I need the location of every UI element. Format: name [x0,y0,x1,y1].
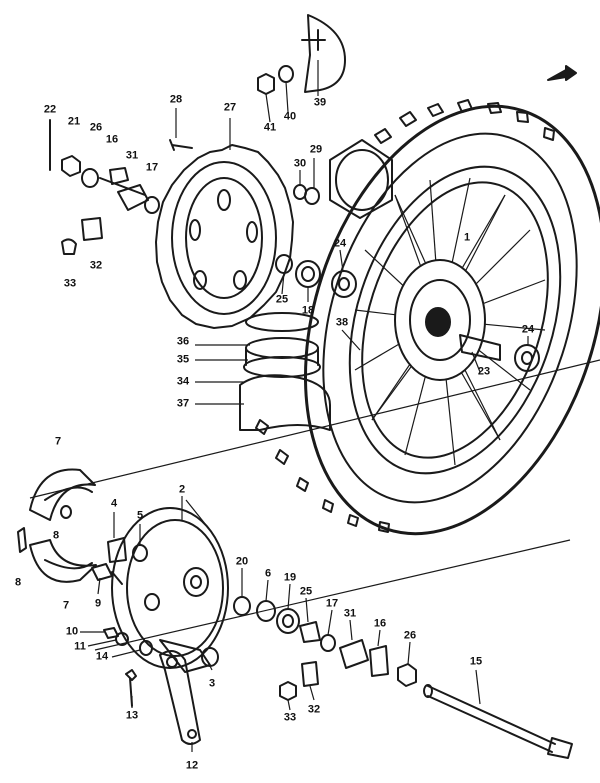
adjuster-31-bottom [339,639,369,669]
callout-17-top: 17 [145,161,159,174]
callout-21: 21 [67,115,81,128]
leader-lines [80,60,529,752]
callout-27: 27 [223,101,237,114]
callout-7-bottom: 7 [62,599,70,612]
bearing-24-top [331,270,357,298]
wheel-rim [348,165,562,475]
callout-31-top: 31 [125,149,139,162]
bearing-24-right [514,344,540,372]
chain-adjuster-top [49,119,160,255]
callout-19: 19 [283,571,297,584]
callout-13: 13 [125,709,139,722]
callout-23: 23 [477,365,491,378]
rear-sprocket [155,144,294,329]
hub-cover [329,139,393,219]
cam-4 [107,537,127,563]
callout-33-bottom: 33 [283,711,297,724]
pin-10 [103,627,119,639]
washer-17-bottom [320,634,336,652]
callout-26-top: 26 [89,121,103,134]
sprocket-bolt [169,139,193,151]
brake-arm-12 [159,650,201,745]
wheel-hub [394,259,501,381]
callout-8-center: 8 [52,529,60,542]
nut-29 [304,187,320,205]
callout-30: 30 [293,157,307,170]
arrow-right-icon [547,65,577,81]
spring-8 [17,527,27,553]
washer-14 [139,640,153,656]
callout-26-bottom: 26 [403,629,417,642]
bearing-18 [295,260,321,288]
callout-15: 15 [469,655,483,668]
callout-5: 5 [136,509,144,522]
callout-22: 22 [43,103,57,116]
callout-3: 3 [208,677,216,690]
callout-41: 41 [263,121,277,134]
rear-tire [255,99,600,536]
callout-11: 11 [74,640,86,653]
callout-38: 38 [335,316,349,329]
stopper-32-bottom [301,661,319,687]
cover-39 [301,14,346,93]
callout-25-bottom: 25 [299,585,313,598]
callout-24-top: 24 [333,237,347,250]
callout-12: 12 [185,759,199,772]
callout-20: 20 [235,555,249,568]
callout-6: 6 [264,567,272,580]
bolt-13 [125,669,137,707]
callout-7-top: 7 [54,435,62,448]
washer-5 [132,544,148,562]
nut-41 [257,73,275,95]
guide-lines [29,359,600,651]
callout-16-top: 16 [105,133,119,146]
callout-28: 28 [169,93,183,106]
axle-15 [423,684,573,759]
callout-10: 10 [65,625,79,638]
sensor-9 [91,563,123,585]
callout-9: 9 [94,597,102,610]
callout-36: 36 [176,335,190,348]
callout-24-right: 24 [521,323,535,336]
callout-40: 40 [283,110,297,123]
seal-19 [276,608,300,634]
callout-29: 29 [309,143,323,156]
callout-1: 1 [463,231,471,244]
spacer-25-bottom [299,621,321,643]
nut-33-bottom [279,681,297,701]
callout-25-top: 25 [275,293,289,306]
callout-32-bottom: 32 [307,703,321,716]
callout-37: 37 [176,397,190,410]
callout-16-bottom: 16 [373,617,387,630]
tube-band-parts [239,312,331,431]
o-ring-11 [115,632,129,646]
callout-14: 14 [95,650,109,663]
callout-31-bottom: 31 [343,607,357,620]
callout-4: 4 [110,497,118,510]
callout-17-bottom: 17 [325,597,339,610]
washer-20 [233,596,251,616]
callout-32-top: 32 [89,259,103,272]
nut-26-bottom [397,663,417,687]
callout-35: 35 [176,353,190,366]
plate-16-bottom [369,645,389,677]
spacer-25-top [275,254,293,274]
brake-shoes [29,468,97,583]
callout-8-left: 8 [14,576,22,589]
callout-39: 39 [313,96,327,109]
callout-2: 2 [178,483,186,496]
callout-18: 18 [301,304,315,317]
callout-33-top: 33 [63,277,77,290]
washer-40 [278,65,294,83]
brake-panel [111,507,229,673]
callout-34: 34 [176,375,190,388]
